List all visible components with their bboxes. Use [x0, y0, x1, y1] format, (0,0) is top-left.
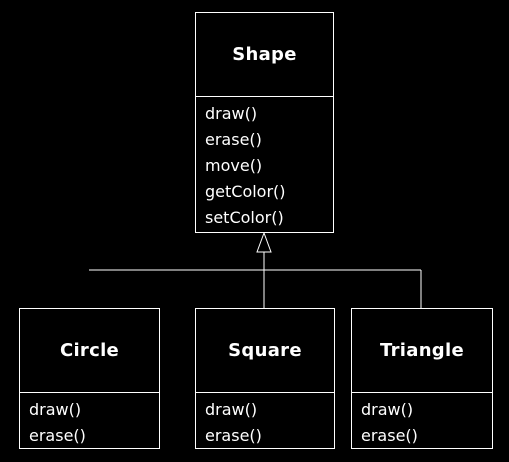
generalization-arrow-icon	[256, 231, 272, 253]
class-shape: Shape draw() erase() move() getColor() s…	[195, 12, 334, 233]
class-circle: Circle draw() erase()	[19, 308, 160, 449]
class-circle-methods: draw() erase()	[20, 393, 159, 449]
class-triangle: Triangle draw() erase()	[351, 308, 493, 449]
class-square-name: Square	[196, 309, 334, 393]
method-item: move()	[205, 156, 263, 175]
class-triangle-name: Triangle	[352, 309, 492, 393]
class-shape-name: Shape	[196, 13, 333, 97]
method-item: draw()	[205, 400, 258, 419]
method-item: draw()	[205, 104, 258, 123]
class-shape-methods: draw() erase() move() getColor() setColo…	[196, 97, 333, 231]
class-circle-name: Circle	[20, 309, 159, 393]
class-triangle-methods: draw() erase()	[352, 393, 492, 449]
method-item: erase()	[29, 426, 86, 445]
method-item: setColor()	[205, 208, 284, 227]
method-item: erase()	[205, 130, 262, 149]
method-item: erase()	[205, 426, 262, 445]
method-item: draw()	[29, 400, 82, 419]
method-item: getColor()	[205, 182, 286, 201]
method-item: draw()	[361, 400, 414, 419]
class-square: Square draw() erase()	[195, 308, 335, 449]
method-item: erase()	[361, 426, 418, 445]
class-square-methods: draw() erase()	[196, 393, 334, 449]
